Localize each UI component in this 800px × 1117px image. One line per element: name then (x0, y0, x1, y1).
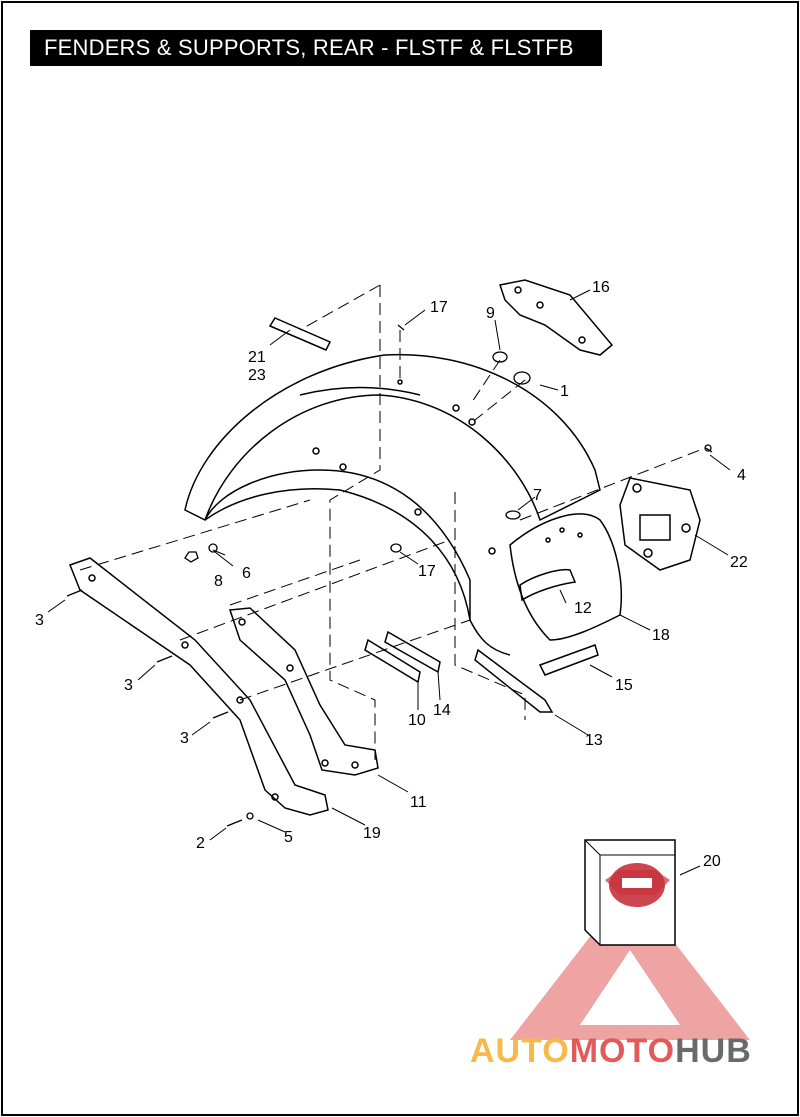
hardware (66, 324, 713, 827)
callout-23: 23 (248, 367, 266, 384)
callout-22: 22 (730, 554, 748, 571)
callout-1: 1 (560, 383, 569, 400)
callout-13: 13 (585, 732, 603, 749)
callout-3: 3 (35, 612, 44, 629)
callout-20: 20 (703, 853, 721, 870)
callout-16: 16 (592, 279, 610, 296)
genuine-parts-logo-icon (584, 839, 676, 946)
callout-21: 21 (248, 349, 266, 366)
callout-17: 17 (418, 563, 436, 580)
watermark-part-3: HUB (675, 1032, 752, 1070)
seat-plate (499, 279, 614, 356)
fender-support-left (69, 557, 329, 816)
license-bracket (619, 477, 701, 571)
callout-3: 3 (180, 730, 189, 747)
fender-support-right (228, 607, 379, 776)
assembly-lines (79, 284, 701, 760)
callout-labels: 1 2 3 3 3 4 5 6 7 8 9 10 11 12 13 14 15 … (35, 279, 748, 870)
callout-9: 9 (486, 305, 495, 322)
callout-7: 7 (533, 487, 542, 504)
watermark-triangle-icon (510, 885, 750, 1040)
watermark-text: AUTOMOTOHUB (470, 1032, 752, 1071)
fender-tail-panel (509, 513, 623, 641)
watermark-part-2: MOTO (569, 1032, 676, 1070)
page-title: FENDERS & SUPPORTS, REAR - FLSTF & FLSTF… (30, 30, 602, 66)
callout-12: 12 (574, 600, 592, 617)
callout-17: 17 (430, 299, 448, 316)
callout-6: 6 (242, 565, 251, 582)
callout-11: 11 (410, 794, 427, 811)
rear-fender (184, 353, 601, 656)
callout-8: 8 (214, 573, 223, 590)
callout-15: 15 (615, 677, 633, 694)
callout-4: 4 (737, 467, 746, 484)
callout-5: 5 (284, 829, 293, 846)
callout-19: 19 (363, 825, 381, 842)
callout-18: 18 (652, 627, 670, 644)
fender-strip (268, 317, 332, 351)
callout-3: 3 (124, 677, 133, 694)
callout-10: 10 (408, 712, 426, 729)
watermark-part-1: AUTO (470, 1032, 570, 1070)
callout-2: 2 (196, 835, 205, 852)
callout-14: 14 (433, 702, 451, 719)
leader-lines (47, 289, 731, 876)
